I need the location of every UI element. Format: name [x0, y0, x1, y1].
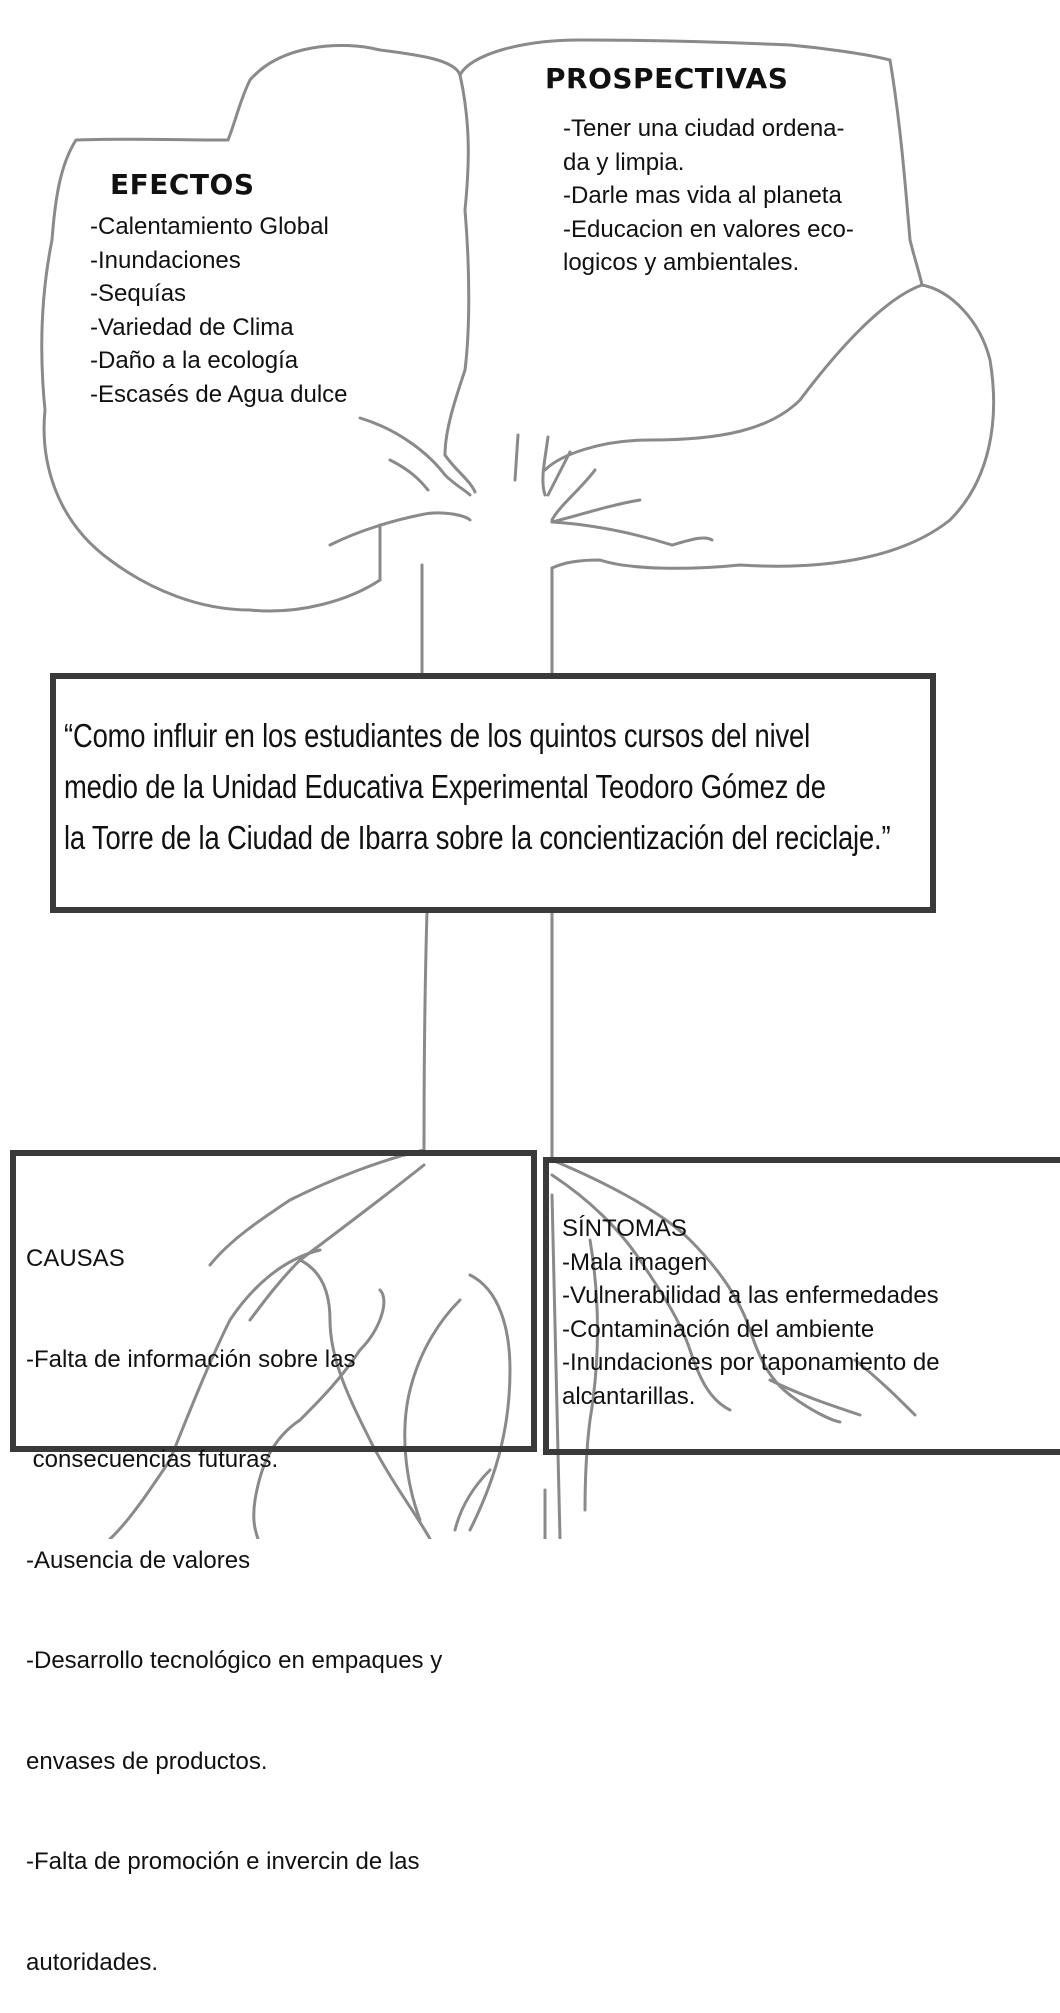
root-13 [768, 1378, 862, 1417]
causas-box [10, 1150, 537, 1452]
causas-item: -Falta de promoción e invercin de las [26, 1848, 420, 1875]
prospectivas-item: da y limpia. [563, 148, 685, 176]
root-6 [108, 1248, 322, 1539]
branch-5 [541, 435, 550, 497]
prospectivas-item: -Tener una ciudad ordena- [563, 115, 845, 142]
sintomas-box [543, 1157, 1060, 1455]
root-4 [298, 1288, 386, 1422]
branch-11 [550, 520, 714, 547]
efectos-list: -Calentamiento Global -Inundaciones -Seq… [90, 210, 348, 411]
tree-drawing [40, 38, 996, 1539]
causas-item: -Ausencia de valores [26, 1546, 251, 1574]
root-14 [788, 1393, 842, 1424]
root-11 [550, 1193, 562, 1539]
branch-7 [550, 468, 597, 522]
causas-item: envases de productos. [26, 1747, 268, 1775]
crown-inner-lobe [443, 73, 471, 457]
problem-line: la Torre de la Ciudad de Ibarra sobre la… [64, 819, 891, 856]
prospectivas-item: logicos y ambientales. [563, 249, 800, 276]
root-10 [550, 1173, 732, 1412]
branch-6 [546, 450, 572, 497]
root-17 [453, 1468, 492, 1532]
branch-8 [550, 498, 642, 524]
causas-title: CAUSAS [26, 1245, 125, 1272]
trunk-left-mid [422, 910, 429, 1152]
sintomas-title: SÍNTOMAS [562, 1215, 687, 1242]
root-9 [550, 1158, 792, 1397]
prospectivas-item: -Educacion en valores eco- [563, 215, 854, 243]
root-5 [403, 1298, 462, 1522]
efectos-item: -Escasés de Agua dulce [90, 380, 348, 408]
efectos-item: -Sequías [90, 280, 187, 307]
sintomas-item: -Vulnerabilidad a las enfermedades [562, 1282, 939, 1309]
branch-1 [358, 416, 472, 497]
causas-list: CAUSAS -Falta de información sobre las c… [26, 1175, 442, 2013]
left-crown-outline [40, 137, 382, 613]
causas-item: -Desarrollo tecnológico en empaques y [26, 1647, 443, 1674]
sintomas-item: alcantarillas. [562, 1382, 696, 1410]
causas-item: consecuencias futuras. [26, 1446, 279, 1473]
problem-box [50, 673, 936, 913]
branch-2 [388, 458, 430, 492]
problem-line: “Como influir en los estudiantes de los … [64, 717, 811, 754]
root-3 [298, 1258, 432, 1539]
causas-item: -Falta de información sobre las [26, 1345, 356, 1373]
branch-4 [513, 433, 520, 482]
efectos-item: -Daño a la ecología [90, 347, 299, 374]
problem-statement: “Como influir en los estudiantes de los … [64, 710, 891, 863]
root-12 [583, 1238, 599, 1512]
prospectivas-item: -Darle mas vida al planeta [563, 182, 842, 209]
left-crown-top-lobe [226, 43, 462, 142]
right-crown-inner-curve [543, 283, 924, 472]
prospectivas-list: -Tener una ciudad ordena- da y limpia. -… [563, 112, 854, 280]
root-15 [853, 1358, 917, 1417]
prospectivas-title: PROSPECTIVAS [545, 62, 789, 95]
causas-item: autoridades. [26, 1948, 159, 1976]
root-1 [208, 1148, 426, 1267]
sintomas-item: -Inundaciones por taponamiento de [562, 1349, 940, 1376]
efectos-item: -Variedad de Clima [90, 313, 294, 341]
root-8 [468, 1273, 512, 1532]
branch-9 [328, 511, 472, 547]
efectos-item: -Inundaciones [90, 246, 241, 274]
sintomas-item: -Contaminación del ambiente [562, 1315, 875, 1343]
sintomas-item: -Mala imagen [562, 1248, 708, 1276]
root-7 [252, 1418, 302, 1539]
efectos-title: EFECTOS [110, 168, 255, 201]
branch-3 [443, 453, 477, 494]
efectos-item: -Calentamiento Global [90, 213, 329, 240]
problem-line: medio de la Unidad Educativa Experimenta… [64, 768, 826, 805]
sintomas-list: SÍNTOMAS -Mala imagen -Vulnerabilidad a … [562, 1212, 940, 1413]
